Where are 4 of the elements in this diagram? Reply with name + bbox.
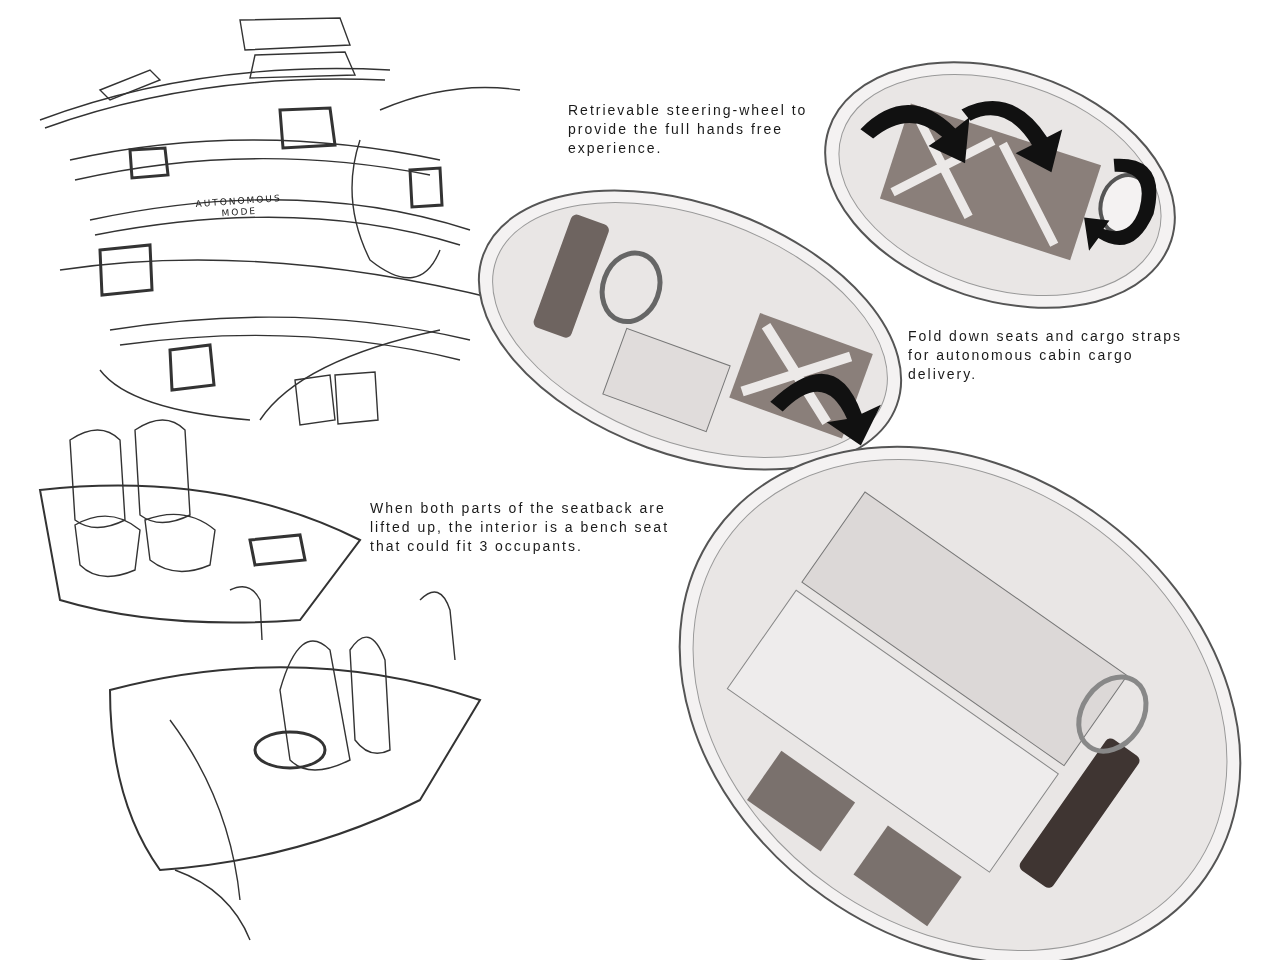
annotation-text: When both parts of the seatback are lifted up, the interior is a bench seat that could fit 3 occupants. — [370, 499, 671, 556]
dashboard-marking: AUTONOMOUS MODE — [194, 192, 283, 221]
annotation-text: Fold down seats and cargo straps for autonomous cabin cargo delivery. — [908, 327, 1184, 384]
annotation-text: Retrievable steering-wheel to provide the full hands free experience. — [568, 101, 809, 158]
